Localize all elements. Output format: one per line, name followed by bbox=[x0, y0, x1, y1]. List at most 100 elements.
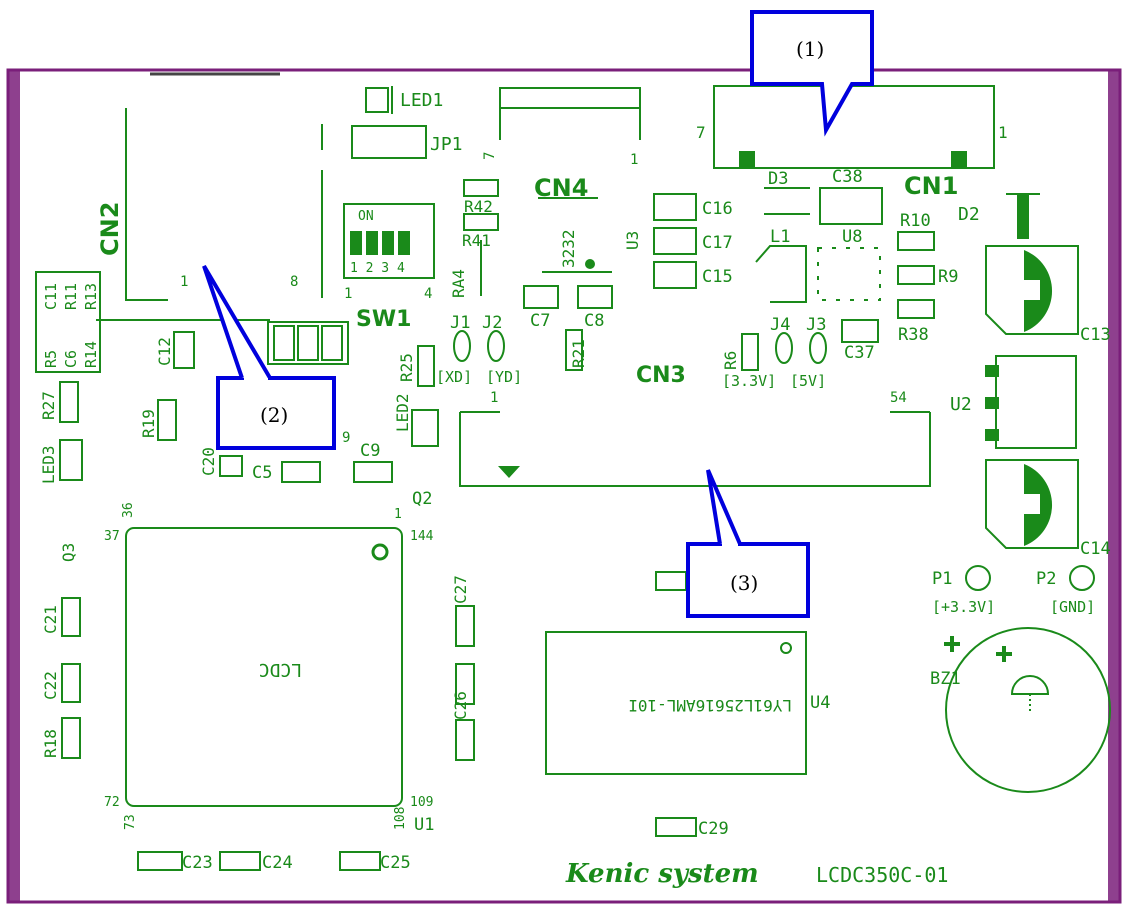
pin-cn5-9: 9 bbox=[342, 430, 350, 446]
label-r41: R41 bbox=[462, 231, 491, 250]
label-r27: R27 bbox=[39, 391, 58, 420]
label-d2: D2 bbox=[958, 204, 980, 225]
label-p1-net: [+3.3V] bbox=[932, 598, 995, 616]
label-r25: R25 bbox=[397, 353, 416, 382]
callout-3-label: (3) bbox=[730, 571, 758, 595]
label-l1: L1 bbox=[770, 227, 790, 247]
callout-1-label: (1) bbox=[796, 37, 824, 61]
label-j3: J3 bbox=[806, 315, 826, 335]
label-r13: R13 bbox=[82, 283, 100, 310]
label-led3: LED3 bbox=[39, 445, 58, 484]
label-r11: R11 bbox=[62, 283, 80, 310]
label-p1: P1 bbox=[932, 569, 952, 589]
label-c17: C17 bbox=[702, 233, 733, 253]
label-c38: C38 bbox=[832, 167, 863, 187]
label-c15: C15 bbox=[702, 267, 733, 287]
brand-logo: Kenic system bbox=[565, 859, 759, 889]
label-3232: 3232 bbox=[559, 229, 578, 268]
label-on: ON bbox=[358, 209, 374, 224]
pin-u1-36: 36 bbox=[121, 502, 136, 518]
label-c37: C37 bbox=[844, 343, 875, 363]
label-c5: C5 bbox=[252, 463, 272, 483]
label-ra4: RA4 bbox=[449, 269, 468, 298]
ic-lcdc: LCDC bbox=[259, 659, 302, 680]
label-c8: C8 bbox=[584, 311, 604, 331]
label-u3: U3 bbox=[623, 231, 642, 250]
label-q3: Q3 bbox=[59, 543, 78, 562]
pin-cn1-7: 7 bbox=[696, 123, 706, 142]
label-u2: U2 bbox=[950, 394, 972, 415]
label-c24: C24 bbox=[262, 853, 293, 873]
label-c14: C14 bbox=[1080, 539, 1111, 559]
label-jp1: JP1 bbox=[430, 134, 463, 155]
label-r21: R21 bbox=[569, 339, 588, 368]
label-c16: C16 bbox=[702, 199, 733, 219]
pin-u1-72: 72 bbox=[104, 795, 120, 810]
label-r38: R38 bbox=[898, 325, 929, 345]
label-c25: C25 bbox=[380, 853, 411, 873]
label-u8: U8 bbox=[842, 227, 862, 247]
label-c12: C12 bbox=[155, 337, 174, 366]
pin-cn2-8: 8 bbox=[290, 274, 298, 290]
label-c9: C9 bbox=[360, 441, 380, 461]
label-c27: C27 bbox=[451, 575, 470, 604]
label-q2: Q2 bbox=[412, 489, 432, 509]
label-j1: J1 bbox=[450, 313, 470, 333]
pin-cn2-1: 1 bbox=[180, 274, 188, 290]
label-r14: R14 bbox=[82, 341, 100, 368]
pin-u1-1: 1 bbox=[394, 507, 402, 522]
label-sw1: SW1 bbox=[356, 307, 411, 332]
label-r18: R18 bbox=[41, 729, 60, 758]
label-led1: LED1 bbox=[400, 90, 443, 111]
board-model: LCDC350C-01 bbox=[816, 863, 948, 887]
label-yd: [YD] bbox=[486, 368, 522, 386]
label-c7: C7 bbox=[530, 311, 550, 331]
label-p2: P2 bbox=[1036, 569, 1056, 589]
label-j4: J4 bbox=[770, 315, 790, 335]
label-c23: C23 bbox=[182, 853, 213, 873]
label-c21: C21 bbox=[41, 605, 60, 634]
pin-cn1-1: 1 bbox=[998, 123, 1008, 142]
label-cn1: CN1 bbox=[904, 172, 958, 200]
label-d3: D3 bbox=[768, 169, 788, 189]
label-cn4: CN4 bbox=[534, 174, 588, 202]
label-bz1: BZ1 bbox=[930, 669, 961, 689]
callout-1: (1) bbox=[750, 10, 874, 137]
label-u4: U4 bbox=[810, 693, 830, 713]
label-j2: J2 bbox=[482, 313, 502, 333]
label-led2: LED2 bbox=[393, 393, 412, 432]
board-outline bbox=[6, 68, 1122, 904]
pin-cn3-54: 54 bbox=[890, 390, 907, 406]
label-c22: C22 bbox=[41, 671, 60, 700]
label-r10: R10 bbox=[900, 211, 931, 231]
label-cn3: CN3 bbox=[636, 363, 686, 388]
label-5v: [5V] bbox=[790, 372, 826, 390]
pin-u1-109: 109 bbox=[410, 795, 433, 810]
callout-3: (3) bbox=[686, 469, 810, 618]
label-p2-net: [GND] bbox=[1050, 598, 1095, 616]
callout-2: (2) bbox=[202, 264, 336, 450]
label-cn2: CN2 bbox=[96, 202, 124, 256]
label-c13: C13 bbox=[1080, 325, 1111, 345]
pin-cn4-7: 7 bbox=[482, 152, 498, 160]
label-3v3: [3.3V] bbox=[722, 372, 776, 390]
label-u1: U1 bbox=[414, 815, 434, 835]
label-xd: [XD] bbox=[436, 368, 472, 386]
label-c11: C11 bbox=[42, 283, 60, 310]
pin-sw-1: 1 bbox=[344, 286, 352, 302]
label-c6: C6 bbox=[62, 350, 80, 368]
ic-sram: LY61L25616AML-10I bbox=[628, 696, 792, 715]
label-sw-nums: 1 2 3 4 bbox=[350, 261, 405, 276]
pin-sw-4: 4 bbox=[424, 286, 432, 302]
pin-cn3-1: 1 bbox=[490, 390, 498, 406]
label-r5: R5 bbox=[42, 350, 60, 368]
label-c26: C26 bbox=[451, 691, 470, 720]
label-r19: R19 bbox=[139, 409, 158, 438]
label-r6: R6 bbox=[721, 351, 740, 370]
pin-cn4-1: 1 bbox=[630, 152, 638, 168]
callout-2-label: (2) bbox=[260, 403, 288, 427]
pin-u1-37: 37 bbox=[104, 529, 120, 544]
pin-u1-108: 108 bbox=[393, 807, 408, 830]
label-r9: R9 bbox=[938, 267, 958, 287]
